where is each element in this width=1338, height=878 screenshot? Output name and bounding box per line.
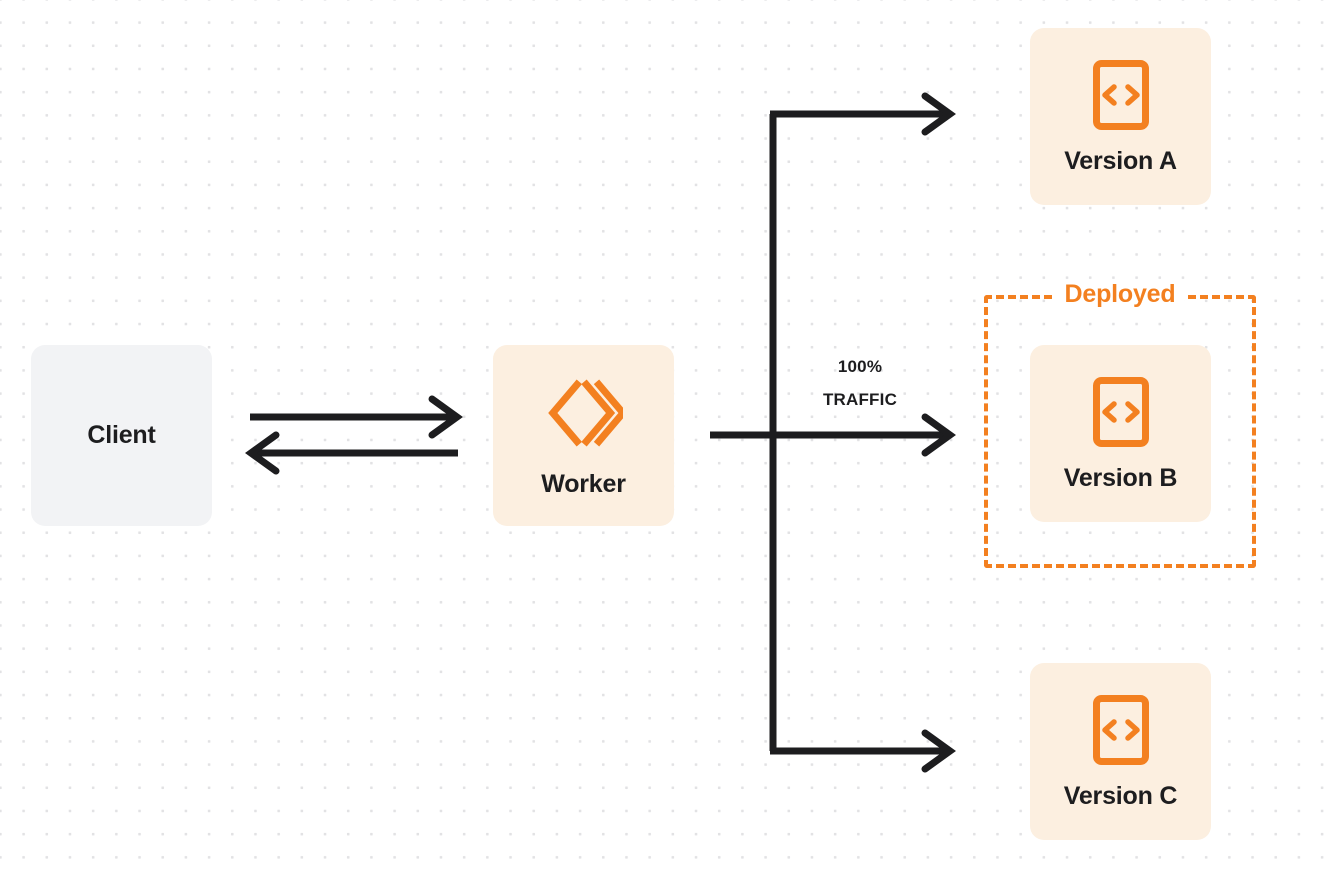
arrow-client-to-worker [250,395,463,439]
traffic-label: 100% TRAFFIC [790,350,930,416]
node-version-b[interactable]: Version B [1030,345,1211,522]
cloudflare-workers-logo-icon [545,374,623,452]
deployed-group-boundary: Deployed [984,282,1256,568]
deployed-group-label: Deployed [1055,282,1185,307]
node-worker-label: Worker [541,470,626,498]
arrow-worker-to-version-b [710,413,956,457]
traffic-caption: TRAFFIC [822,390,898,410]
arrow-worker-to-client [245,431,458,475]
arrow-worker-to-version-a [770,92,956,136]
node-version-c-label: Version C [1063,782,1178,810]
code-file-icon [1092,694,1150,766]
node-client-label: Client [87,421,156,449]
node-version-a[interactable]: Version A [1030,28,1211,205]
node-version-a-label: Version A [1064,147,1177,175]
code-file-icon [1092,376,1150,448]
arrow-worker-to-version-c [770,729,956,773]
node-version-c[interactable]: Version C [1030,663,1211,840]
node-worker[interactable]: Worker [493,345,674,526]
traffic-percent: 100% [837,357,883,376]
node-client[interactable]: Client [31,345,212,526]
node-version-b-label: Version B [1063,464,1178,492]
code-file-icon [1092,59,1150,131]
